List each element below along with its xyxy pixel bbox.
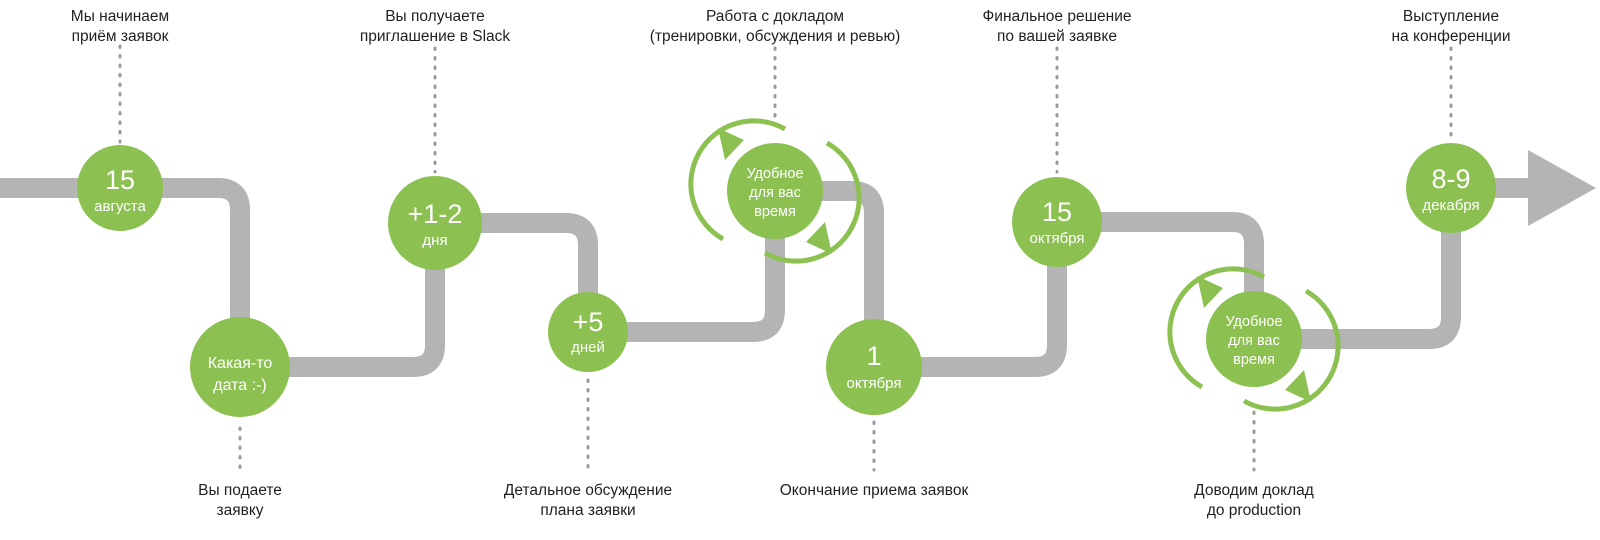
node-kakaya-to-data[interactable]: Какая-то дата :-) bbox=[190, 317, 290, 417]
caption-node-8-line-2: до production bbox=[1207, 502, 1301, 519]
node-circle[interactable] bbox=[826, 319, 922, 415]
cycle-arrow-head-up-icon bbox=[1197, 276, 1223, 308]
node-primary-label: Какая-то bbox=[208, 355, 273, 372]
node-secondary-label: дней bbox=[571, 339, 605, 356]
captions-below-group: Вы подаете заявку Детальное обсуждение п… bbox=[198, 482, 1314, 519]
caption-node-7-line-2: по вашей заявке bbox=[997, 28, 1117, 45]
caption-node-6-line-1: Окончание приема заявок bbox=[780, 482, 969, 499]
cycle-arrows-icon bbox=[1167, 266, 1341, 412]
node-circle[interactable] bbox=[190, 317, 290, 417]
caption-node-5-line-1: Работа с докладом bbox=[706, 8, 844, 25]
node-15-avgusta[interactable]: 15 августа bbox=[77, 145, 163, 231]
node-cycle-production[interactable]: Удобное для вас время bbox=[1167, 266, 1341, 412]
node-circle[interactable] bbox=[1012, 177, 1102, 267]
cycle-arc-left-icon bbox=[1167, 266, 1266, 390]
cycle-label-line-1: Удобное bbox=[746, 166, 803, 182]
cycle-arc-right-icon bbox=[763, 140, 862, 264]
node-8-9-dekabrya[interactable]: 8-9 декабря bbox=[1406, 143, 1496, 233]
node-circle[interactable] bbox=[77, 145, 163, 231]
node-15-oktyabrya[interactable]: 15 октября bbox=[1012, 177, 1102, 267]
node-circle[interactable] bbox=[548, 292, 628, 372]
node-primary-label: 15 bbox=[1042, 197, 1072, 227]
caption-node-2-line-1: Вы подаете bbox=[198, 482, 282, 499]
node-plus-5-dney[interactable]: +5 дней bbox=[548, 292, 628, 372]
cycle-arrow-head-up-icon bbox=[718, 128, 744, 160]
caption-node-5-line-2: (тренировки, обсуждения и ревью) bbox=[650, 28, 901, 45]
cycle-arc-right-icon bbox=[1242, 288, 1341, 412]
caption-node-9-line-1: Выступление bbox=[1403, 8, 1499, 25]
node-circle[interactable] bbox=[727, 143, 823, 239]
captions-above-group: Мы начинаем приём заявок Вы получаете пр… bbox=[71, 8, 1511, 45]
caption-node-2-line-2: заявку bbox=[216, 502, 263, 519]
node-secondary-label: октября bbox=[1030, 230, 1085, 247]
cycle-arrow-head-down-icon bbox=[1285, 370, 1311, 402]
cycle-arrow-head-down-icon bbox=[806, 222, 832, 254]
node-plus-1-2-dnya[interactable]: +1-2 дня bbox=[388, 176, 482, 270]
node-secondary-label: дата :-) bbox=[213, 377, 266, 394]
cycle-label-line-2: для вас bbox=[1228, 333, 1280, 349]
node-primary-label: 8-9 bbox=[1431, 164, 1470, 194]
cycle-label-line-3: время bbox=[1233, 352, 1275, 368]
leader-lines-group bbox=[118, 44, 1453, 472]
node-circle[interactable] bbox=[1206, 291, 1302, 387]
flow-arrow-head-icon bbox=[1528, 150, 1596, 226]
cycle-label-line-1: Удобное bbox=[1225, 314, 1282, 330]
caption-node-3-line-1: Вы получаете bbox=[385, 8, 485, 25]
cycle-label-line-2: для вас bbox=[749, 185, 801, 201]
node-circle[interactable] bbox=[1406, 143, 1496, 233]
node-secondary-label: декабря bbox=[1422, 197, 1479, 214]
node-secondary-label: дня bbox=[422, 232, 447, 249]
caption-node-1-line-2: приём заявок bbox=[72, 28, 169, 45]
node-primary-label: 15 bbox=[105, 165, 135, 195]
node-secondary-label: октября bbox=[847, 375, 902, 392]
node-cycle-work-on-talk[interactable]: Удобное для вас время bbox=[688, 118, 862, 264]
node-circle[interactable] bbox=[388, 176, 482, 270]
caption-node-1-line-1: Мы начинаем bbox=[71, 8, 169, 25]
caption-node-3-line-2: приглашение в Slack bbox=[360, 28, 511, 45]
node-primary-label: +5 bbox=[573, 307, 604, 337]
caption-node-7-line-1: Финальное решение bbox=[983, 8, 1132, 25]
cycle-arrows-icon bbox=[688, 118, 862, 264]
cycle-label-line-3: время bbox=[754, 204, 796, 220]
node-1-oktyabrya[interactable]: 1 октября bbox=[826, 319, 922, 415]
caption-node-8-line-1: Доводим доклад bbox=[1194, 482, 1314, 499]
caption-node-9-line-2: на конференции bbox=[1392, 28, 1511, 45]
node-primary-label: 1 bbox=[866, 341, 881, 371]
node-secondary-label: августа bbox=[94, 198, 146, 215]
caption-node-4-line-1: Детальное обсуждение bbox=[504, 482, 672, 499]
caption-node-4-line-2: плана заявки bbox=[540, 502, 635, 519]
cycle-arc-left-icon bbox=[688, 118, 787, 242]
node-primary-label: +1-2 bbox=[408, 199, 463, 229]
